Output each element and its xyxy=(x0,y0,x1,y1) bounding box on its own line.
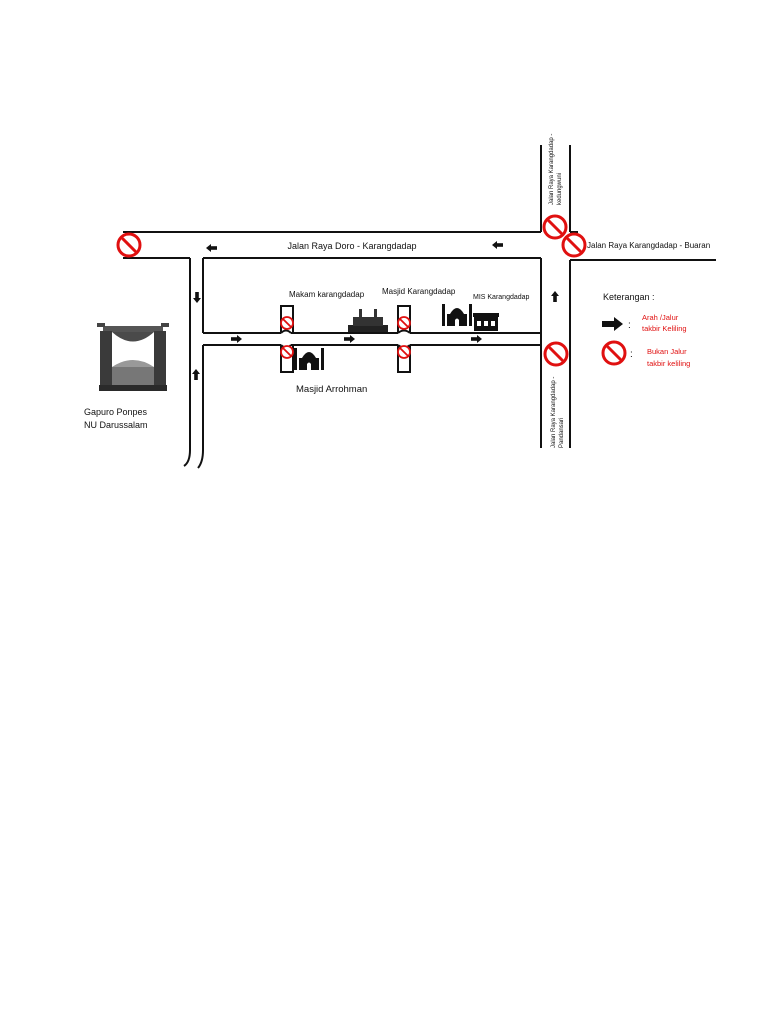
label-gapuro-line1: Gapuro Ponpes xyxy=(84,407,148,417)
road-label-south-line1: Jalan Raya Karangdadap - xyxy=(551,377,557,448)
label-masjid-karangdadap: Masjid Karangdadap xyxy=(382,287,456,296)
legend-route-line2: takbir Keliling xyxy=(642,324,687,333)
no-entry-icon xyxy=(397,316,411,330)
no-entry-icon xyxy=(397,345,411,359)
legend-colon-route: : xyxy=(628,320,631,331)
alley-makam-south xyxy=(280,345,294,373)
road-left-west-edge xyxy=(183,258,191,467)
road-label-north: Jalan Raya Karangdadap - kedungwuni xyxy=(549,134,563,205)
arrow-icon xyxy=(344,335,355,343)
arrow-icon xyxy=(492,241,503,249)
arrow-icon xyxy=(206,244,217,252)
legend-blocked-line2: takbir keliling xyxy=(647,359,690,368)
alley-masjid-south xyxy=(397,345,411,373)
road-network xyxy=(123,145,716,469)
alley-masjid-north xyxy=(397,305,411,333)
road-label-north-line2: kedungwuni xyxy=(557,173,563,205)
school-icon xyxy=(473,313,499,331)
arrow-icon xyxy=(193,292,201,303)
road-label-north-line1: Jalan Raya Karangdadap - xyxy=(549,134,555,205)
label-gapuro-line2: NU Darussalam xyxy=(84,420,148,430)
no-entry-icon xyxy=(542,214,568,240)
no-entry-icon xyxy=(601,340,627,366)
arrow-icon xyxy=(231,335,242,343)
road-label-main: Jalan Raya Doro - Karangdadap xyxy=(287,241,416,251)
arrow-icon xyxy=(192,369,200,380)
road-left-east-edge xyxy=(197,345,204,469)
legend-route-line1: Arah /Jalur xyxy=(642,313,679,322)
arrow-icon xyxy=(471,335,482,343)
no-entry-icon xyxy=(561,232,587,258)
alley-makam-north xyxy=(280,305,294,333)
label-masjid-arrohman: Masjid Arrohman xyxy=(296,384,367,395)
mosque-icon xyxy=(442,304,472,326)
legend-blocked-line1: Bukan Jalur xyxy=(647,347,687,356)
arrow-icon xyxy=(551,291,559,302)
tomb-icon xyxy=(348,309,388,332)
road-label-south: Jalan Raya Karangdadap - Pandansari xyxy=(551,377,565,448)
gate-icon xyxy=(97,323,169,391)
road-label-south-line2: Pandansari xyxy=(559,418,565,448)
no-entry-icon xyxy=(116,232,142,258)
no-entry-icon xyxy=(280,316,294,330)
legend: Keterangan : : Arah /Jalur takbir Kelili… xyxy=(601,292,690,368)
no-entry-icon xyxy=(543,341,569,367)
road-label-east: Jalan Raya Karangdadap - Buaran xyxy=(587,241,710,250)
label-makam: Makam karangdadap xyxy=(289,290,365,299)
label-mis: MIS Karangdadap xyxy=(473,294,530,301)
legend-title: Keterangan : xyxy=(603,292,655,302)
legend-colon-blocked: : xyxy=(630,349,633,360)
mosque-icon xyxy=(294,348,324,370)
arrow-icon xyxy=(602,317,623,331)
no-entry-icon xyxy=(280,345,294,359)
